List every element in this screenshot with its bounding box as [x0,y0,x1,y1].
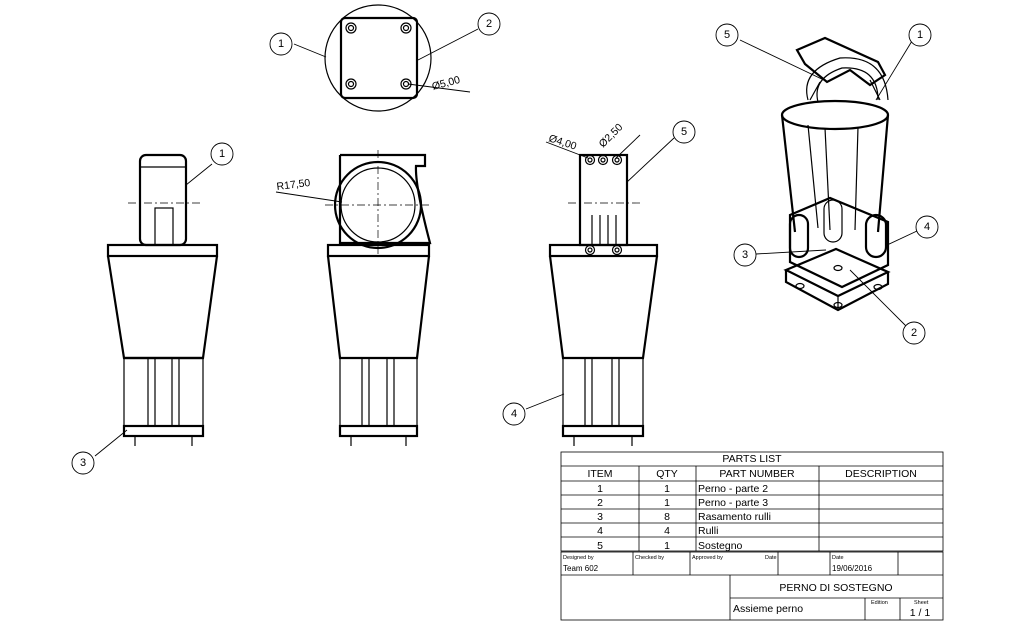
date-value: 19/06/2016 [832,564,873,573]
row-item: 4 [597,525,603,537]
date-label: Date [832,555,844,561]
callout-4-iso: 4 [924,221,930,233]
checked-by-label: Checked by [635,555,664,561]
side-radius-dimension: R17,50 [276,177,311,193]
front-view: 1 3 [71,142,234,475]
approved-by-label: Approved by [692,555,723,561]
callout-5-right: 5 [681,126,687,138]
row-item: 2 [597,497,603,509]
drawing-title: PERNO DI SOSTEGNO [779,582,892,594]
callout-3-front: 3 [80,457,86,469]
row-part-number: Sostegno [698,540,743,552]
row-item: 3 [597,511,603,523]
sheet-value: 1 / 1 [910,607,931,619]
title-block: Designed by Checked by Approved by Date … [560,551,944,621]
callout-5-iso: 5 [724,29,730,41]
date-label-approved: Date [765,555,777,561]
callout-4-right: 4 [511,408,517,420]
designed-by-label: Designed by [563,555,594,561]
parts-list-title: PARTS LIST [722,453,782,465]
right-view: Ø4,00 Ø2,50 5 4 [502,120,696,446]
row-item: 1 [597,483,603,495]
row-qty: 1 [664,497,670,509]
drawing-subtitle: Assieme perno [733,603,803,615]
col-header-part-number: PART NUMBER [719,468,795,480]
row-qty: 1 [664,483,670,495]
callout-3-iso: 3 [742,249,748,261]
designed-by-value: Team 602 [563,564,599,573]
callout-2-top: 2 [486,18,492,30]
callout-1-top: 1 [278,38,284,50]
right-dimension-2-5: Ø2,50 [597,121,626,150]
row-part-number: Perno - parte 3 [698,497,768,509]
right-dimension-4: Ø4,00 [547,132,578,152]
row-qty: 1 [664,540,670,552]
col-header-description: DESCRIPTION [845,468,917,480]
col-header-qty: QTY [656,468,678,480]
callout-1-front: 1 [219,148,225,160]
row-qty: 8 [664,511,670,523]
row-part-number: Perno - parte 2 [698,483,768,495]
row-qty: 4 [664,525,670,537]
isometric-view: 5 1 4 3 2 [715,23,939,345]
top-view: Ø5,00 1 2 [269,4,501,112]
row-item: 5 [597,540,603,552]
edition-label: Edition [871,600,888,606]
sheet-label: Sheet [914,600,929,606]
col-header-item: ITEM [587,468,612,480]
parts-list-table: PARTS LIST ITEM QTY PART NUMBER DESCRIPT… [560,451,944,552]
row-part-number: Rasamento rulli [698,511,771,523]
row-part-number: Rulli [698,525,718,537]
side-view: R17,50 [276,150,432,446]
callout-1-iso: 1 [917,29,923,41]
callout-2-iso: 2 [911,327,917,339]
